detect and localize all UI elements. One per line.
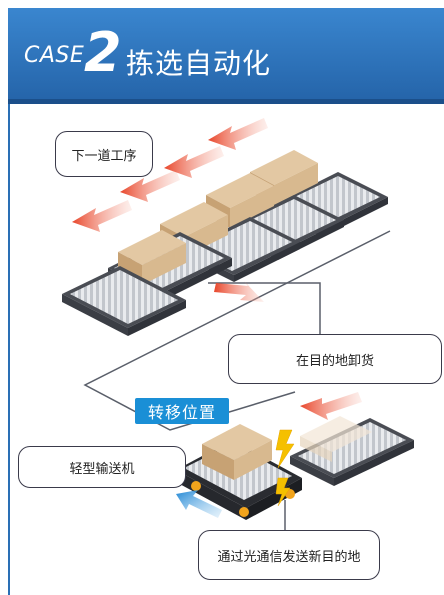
red-arrow-icon: [300, 392, 362, 420]
conveyor-label: 轻型输送机: [69, 461, 135, 477]
case-number: 2: [84, 21, 122, 84]
transfer-position-label: 转移位置: [135, 398, 229, 424]
transfer-position-text: 转移位置: [147, 403, 216, 422]
header-underline: [8, 99, 444, 104]
light-conveyor-cart: [176, 424, 302, 520]
case-word: CASE: [24, 43, 85, 68]
lightning-icon: [275, 429, 295, 507]
unload-label: 在目的地卸货: [295, 353, 374, 369]
transfer-path-line: [83, 230, 391, 431]
next-process-callout: 下一道工序: [55, 131, 153, 177]
conveyor-callout: 轻型输送机: [18, 446, 186, 488]
conveyor-station-front: [62, 266, 186, 336]
transfer-station: [290, 416, 414, 486]
blue-arrow-icon: [176, 490, 222, 518]
frame-left-line: [8, 104, 10, 595]
optical-comm-callout: 通过光通信发送新目的地: [198, 530, 380, 580]
optical-comm-label: 通过光通信发送新目的地: [217, 549, 361, 565]
page-title: 拣选自动化: [126, 47, 272, 80]
unload-callout: 在目的地卸货: [228, 334, 442, 384]
header-banner: CASE 2 拣选自动化: [8, 8, 444, 104]
red-arrow-icon: [72, 118, 268, 302]
next-process-label: 下一道工序: [71, 148, 137, 164]
unload-callout-line: [208, 282, 321, 340]
